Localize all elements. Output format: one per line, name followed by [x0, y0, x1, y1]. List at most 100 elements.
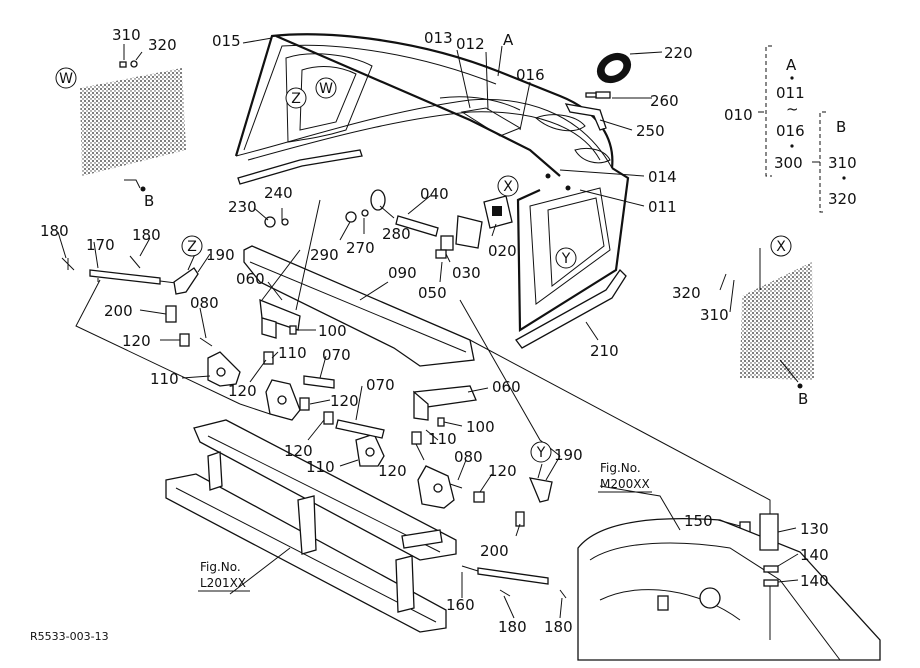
label-B1: B: [144, 192, 154, 210]
assembly-groupA-item-1: 011: [776, 84, 805, 102]
dot-011: [565, 185, 571, 191]
label-120b: 120: [228, 382, 257, 400]
label-040: 040: [420, 185, 449, 203]
figref-right-code: M200XX: [600, 477, 650, 491]
screw-310-320: [119, 60, 138, 68]
label-070a: 070: [322, 346, 351, 364]
bolt-260: [585, 91, 611, 99]
label-120c: 120: [330, 392, 359, 410]
assembly-groupA-item-4: 300: [774, 154, 803, 172]
part-labels: 310 320 015 013 012 A 220 016 260 250 01…: [40, 26, 829, 636]
leader-lines: [57, 37, 799, 619]
handle-250: [564, 103, 607, 131]
hinge-110-d: [417, 465, 455, 509]
label-090: 090: [388, 264, 417, 282]
pin-070-b: [335, 419, 385, 439]
dot-b2: [797, 383, 803, 389]
label-240: 240: [264, 184, 293, 202]
drawing-code: R5533-003-13: [30, 630, 109, 643]
label-060a: 060: [236, 270, 265, 288]
label-320b: 320: [672, 284, 701, 302]
callout-Y1: Y: [555, 247, 577, 269]
label-030: 030: [452, 264, 481, 282]
svg-text:Y: Y: [561, 251, 571, 267]
label-260: 260: [650, 92, 679, 110]
decal-x-right: [740, 262, 814, 380]
assembly-groupA-item-2: ~: [786, 100, 799, 118]
svg-text:X: X: [776, 239, 786, 255]
label-B2: B: [798, 390, 808, 408]
svg-text:Z: Z: [291, 91, 301, 107]
label-120d: 120: [284, 442, 313, 460]
label-110a: 110: [278, 344, 307, 362]
assembly-groupA-item-3: 016: [776, 122, 805, 140]
bracket-190-right: [528, 477, 553, 503]
label-310b: 310: [700, 306, 729, 324]
hinge-110-a: [207, 351, 241, 387]
label-280: 280: [382, 225, 411, 243]
label-020: 020: [488, 242, 517, 260]
label-190b: 190: [554, 446, 583, 464]
callout-Z1: Z: [285, 87, 307, 109]
svg-text:W: W: [59, 71, 73, 87]
label-016: 016: [516, 66, 545, 84]
label-011: 011: [648, 198, 677, 216]
label-070b: 070: [366, 376, 395, 394]
frame-l201xx: [165, 419, 457, 633]
label-310a: 310: [112, 26, 141, 44]
label-200a: 200: [104, 302, 133, 320]
svg-text:Z: Z: [187, 239, 197, 255]
clips: [61, 255, 567, 599]
label-100b: 100: [466, 418, 495, 436]
label-080a: 080: [190, 294, 219, 312]
callout-W2: W: [315, 77, 337, 99]
label-180a: 180: [40, 222, 69, 240]
label-080b: 080: [454, 448, 483, 466]
label-110d: 110: [306, 458, 335, 476]
figref-left-title: Fig.No.: [200, 560, 241, 574]
label-150: 150: [684, 512, 713, 530]
bracket-060-right: [413, 385, 477, 421]
label-012: 012: [456, 35, 485, 53]
hardware-row: [264, 189, 513, 259]
label-060b: 060: [492, 378, 521, 396]
label-014: 014: [648, 168, 677, 186]
label-015: 015: [212, 32, 241, 50]
label-250: 250: [636, 122, 665, 140]
figref-right-title: Fig.No.: [600, 461, 641, 475]
rubber-strip-left: [237, 149, 363, 185]
label-130: 130: [800, 520, 829, 538]
callout-W1: W: [55, 67, 77, 89]
callout-X2: X: [770, 235, 792, 257]
label-180b: 180: [132, 226, 161, 244]
assembly-groupB-item-2: 320: [828, 190, 857, 208]
label-210: 210: [590, 342, 619, 360]
assembly-010: 010 A 011 ~ 016 300 B 310 320: [724, 56, 857, 208]
gas-strut-170: [89, 269, 177, 285]
bolts-120: [165, 305, 751, 537]
label-230: 230: [228, 198, 257, 216]
label-320a: 320: [148, 36, 177, 54]
label-220: 220: [664, 44, 693, 62]
label-110b: 110: [150, 370, 179, 388]
label-100a: 100: [318, 322, 347, 340]
frame-m200xx: [577, 513, 881, 661]
label-110c: 110: [428, 430, 457, 448]
assembly-main: 010: [724, 106, 753, 124]
label-190a: 190: [206, 246, 235, 264]
svg-text:Y: Y: [536, 445, 546, 461]
label-140a: 140: [800, 546, 829, 564]
assembly-bracket: [758, 45, 826, 213]
bracket-060-left: [259, 298, 301, 339]
label-013: 013: [424, 29, 453, 47]
pin-070-a: [303, 375, 335, 389]
assembly-groupA-head: A: [786, 56, 797, 74]
label-120f: 120: [488, 462, 517, 480]
callout-X1: X: [497, 175, 519, 197]
emblem-220: [596, 52, 632, 84]
support-plate-090: [243, 245, 475, 367]
svg-text:W: W: [319, 81, 333, 97]
figref-left: Fig.No. L201XX: [198, 560, 250, 592]
figref-right: Fig.No. M200XX: [598, 461, 652, 493]
